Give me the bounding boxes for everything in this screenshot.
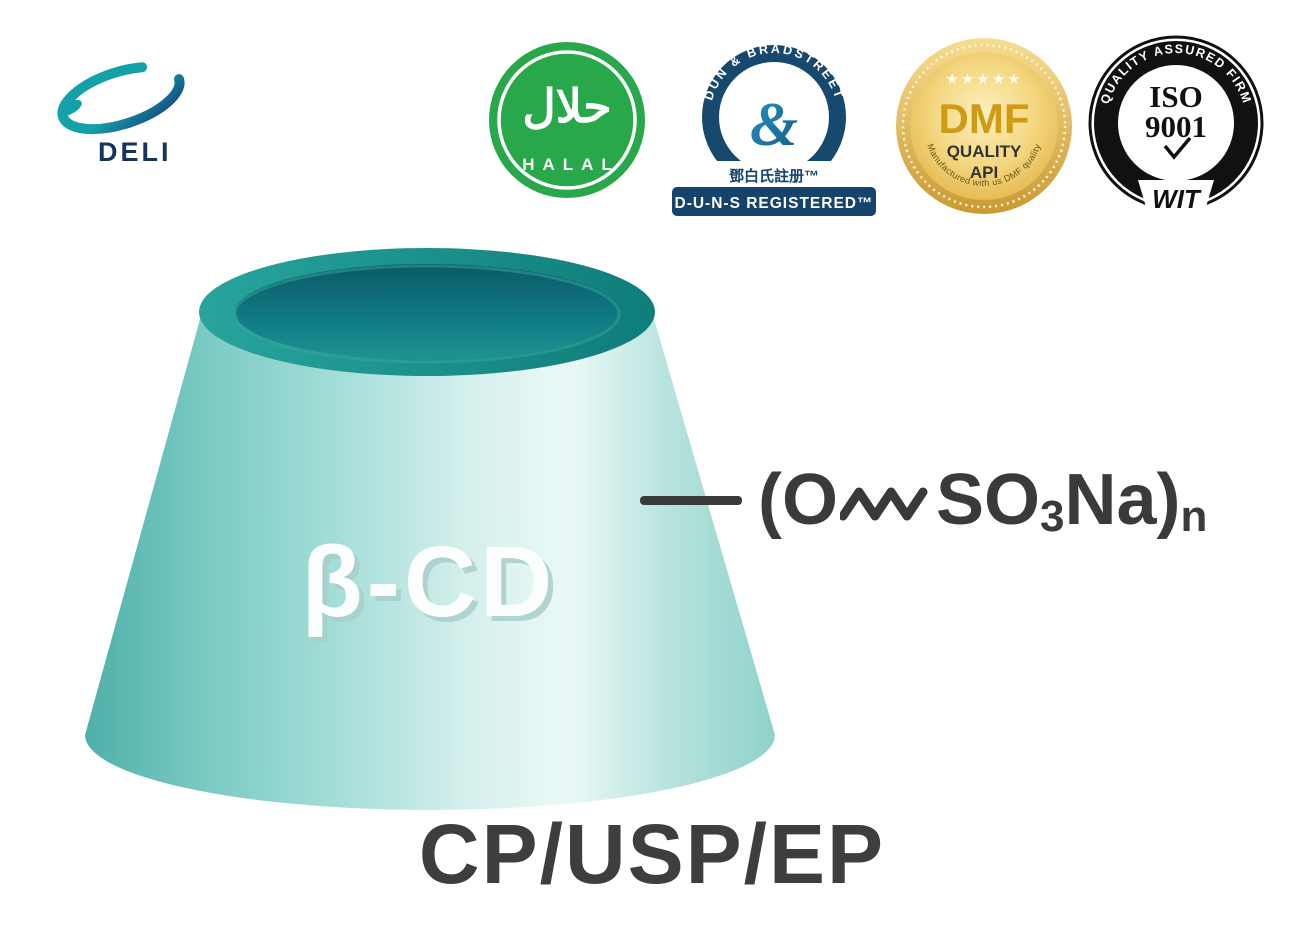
dmf-api-label: API xyxy=(970,163,998,182)
dnb-badge-icon: DUN & BRADSTREET & 鄧白氏註册™ D-U-N-S REGIST… xyxy=(670,42,878,216)
iso-checkmark-icon xyxy=(1163,136,1192,160)
formula-open: (O xyxy=(758,460,838,540)
deli-logo-icon: DELI xyxy=(57,61,185,167)
cone-body xyxy=(85,312,775,810)
dnb-banner xyxy=(672,187,876,216)
iso-number: 9001 xyxy=(1145,109,1207,144)
formula-sub-3: 3 xyxy=(1040,492,1065,541)
logo-brand-text: DELI xyxy=(98,137,172,167)
iso-badge-icon: QUALITY ASSURED FIRM ISO 9001 WIT xyxy=(1088,35,1264,217)
dmf-stars: ★★★★★ xyxy=(945,71,1022,88)
halal-arabic-text: حلال xyxy=(522,80,611,132)
cone-label-shadow: β-CD xyxy=(307,531,562,643)
bond-line-icon xyxy=(640,495,742,505)
halal-badge-icon: حلال HALAL xyxy=(489,42,645,198)
formula-so: SO xyxy=(935,460,1041,540)
dnb-chinese-text: 鄧白氏註册™ xyxy=(729,167,819,185)
chemical-formula: (O SO 3 Na) n xyxy=(640,448,1207,552)
dmf-quality-label: QUALITY xyxy=(947,142,1022,161)
cyclodextrin-cone-icon: β-CD β-CD xyxy=(85,248,775,810)
logo-leaf-icon xyxy=(58,99,82,117)
iso-title: ISO xyxy=(1149,79,1202,114)
halal-label: HALAL xyxy=(522,155,620,174)
standards-text: CP/USP/EP xyxy=(418,807,886,901)
dmf-badge-icon: ★★★★★ DMF QUALITY API Manufactured with … xyxy=(896,38,1072,214)
dnb-banner-text: D-U-N-S REGISTERED™ xyxy=(675,195,874,212)
zigzag-chain-icon xyxy=(839,487,928,521)
logo-orbit-ring xyxy=(57,61,185,135)
cone-cavity xyxy=(235,264,619,360)
halal-circle xyxy=(489,42,645,198)
cone-label: β-CD xyxy=(302,526,557,638)
iso-registrar-mark: WIT xyxy=(1152,184,1202,214)
formula-sub-n: n xyxy=(1180,492,1208,541)
formula-na: Na) xyxy=(1064,460,1181,540)
dnb-ampersand-icon: & xyxy=(750,91,798,159)
dmf-title: DMF xyxy=(939,95,1030,142)
